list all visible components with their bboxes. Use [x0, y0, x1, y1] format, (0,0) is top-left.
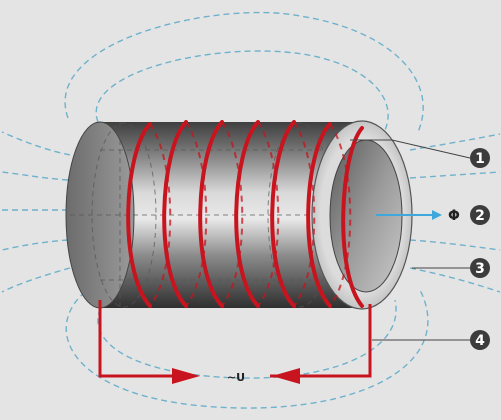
arrow-head-icon	[172, 368, 200, 384]
lead-wire-right	[270, 304, 372, 378]
field-line-outer-bottom	[65, 289, 429, 409]
svg-text:1: 1	[475, 151, 485, 167]
field-line-left-5	[1, 267, 71, 293]
coil-windings-back	[149, 121, 352, 307]
coil-turn-5	[270, 120, 296, 308]
coil-turn-2	[162, 120, 188, 308]
supply-circuit	[98, 300, 372, 378]
callout-3: 3	[470, 258, 490, 278]
field-line-right-2	[409, 171, 501, 179]
coil-turn-7	[341, 126, 364, 308]
svg-text:3: 3	[475, 261, 485, 277]
coil-turn-1	[126, 122, 152, 308]
coil-core	[65, 120, 413, 310]
coil-turn-3	[198, 120, 224, 308]
coil-turn-6	[306, 122, 332, 308]
field-line-left-4	[1, 239, 69, 251]
svg-text:2: 2	[475, 208, 485, 224]
field-line-right-3	[409, 239, 501, 251]
callout-1: 1	[470, 148, 490, 168]
flux-label: Φ	[448, 208, 460, 224]
svg-text:4: 4	[475, 333, 485, 349]
field-line-right-4	[409, 267, 501, 293]
callout-2: 2	[470, 205, 490, 225]
field-line-inner-bottom	[97, 299, 397, 379]
field-line-right-1	[409, 133, 501, 151]
field-line-inner-top	[95, 50, 389, 131]
field-line-outer-top	[64, 11, 424, 133]
field-line-left-2	[1, 171, 69, 181]
leader-lines	[350, 139, 471, 341]
callout-4: 4	[470, 330, 490, 350]
coil-windings	[126, 120, 364, 308]
lead-wire-left	[98, 300, 178, 378]
arrow-head-icon	[272, 368, 300, 384]
arrow-right-icon	[376, 210, 442, 220]
coil-turn-4	[234, 120, 260, 308]
voltage-label: ~U	[227, 371, 245, 384]
field-line-left-1	[1, 131, 71, 156]
